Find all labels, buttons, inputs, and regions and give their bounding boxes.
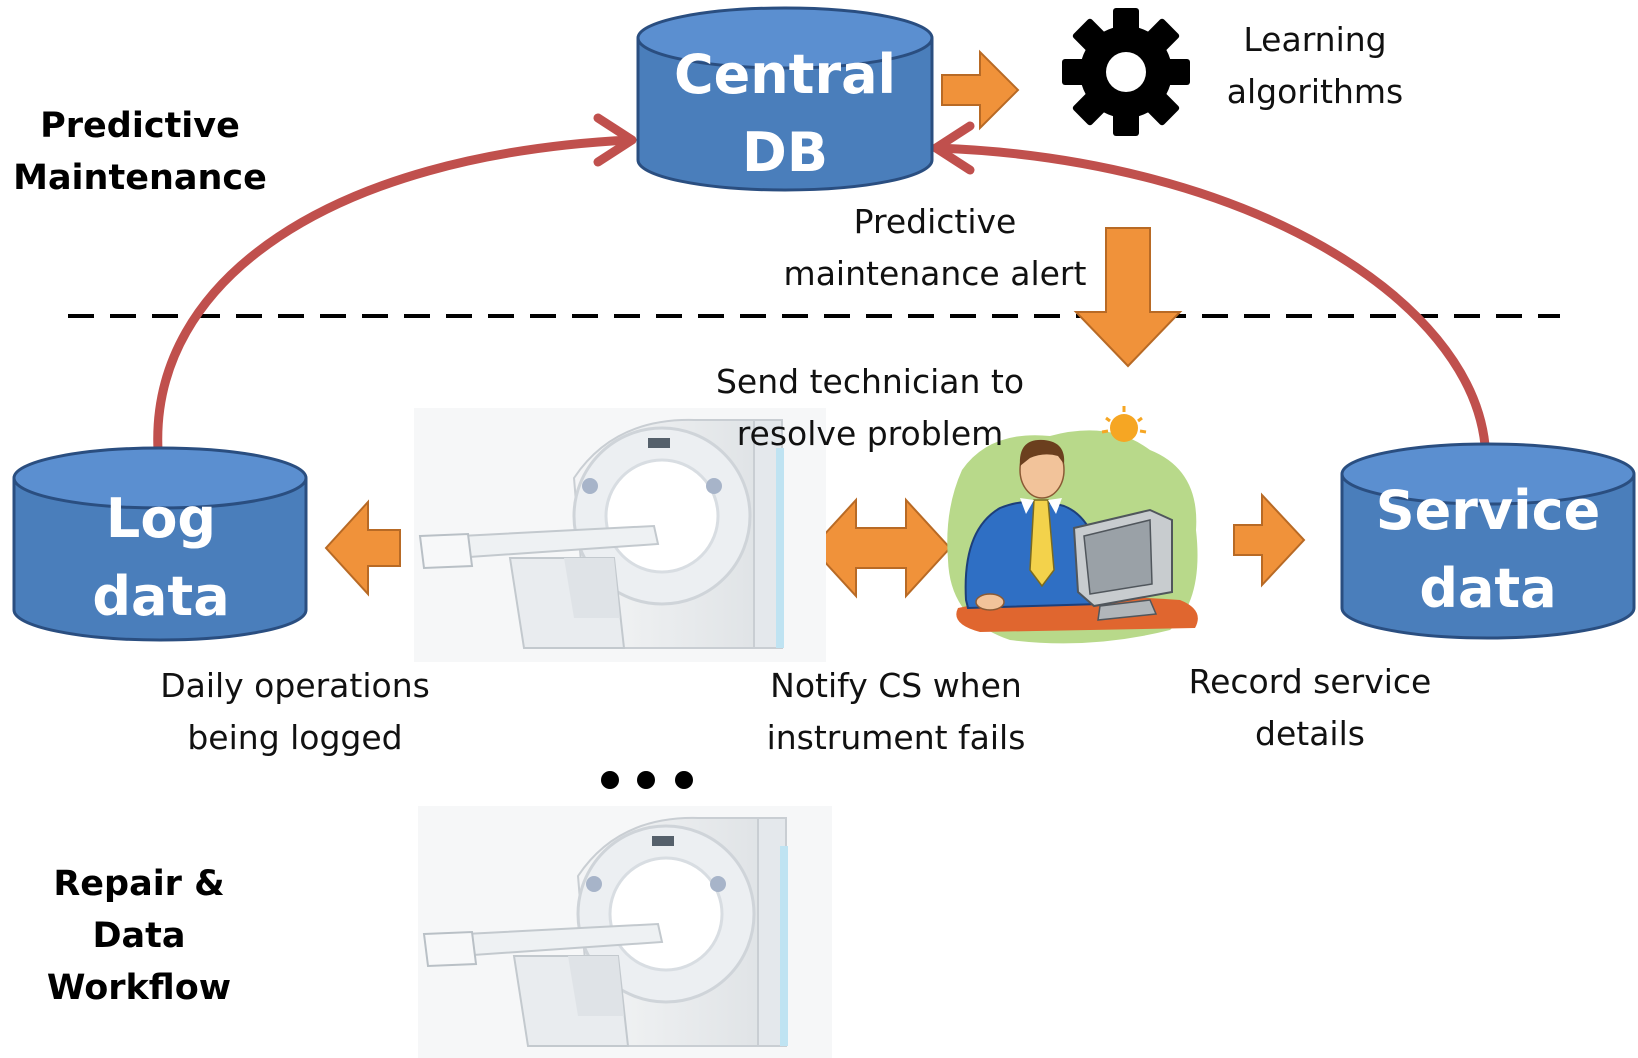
service-data-line1: Service <box>1375 479 1601 542</box>
record-line1: Record service <box>1188 662 1432 701</box>
section-title-repair-workflow: Repair & Data Workflow <box>4 858 274 1014</box>
central-db-line1: Central <box>673 43 897 106</box>
daily-line1: Daily operations <box>160 666 430 705</box>
section-top-line1: Predictive <box>40 106 240 146</box>
central-db-cylinder <box>636 6 934 192</box>
arrow-scanner-technician <box>810 497 952 599</box>
service-to-central-curve <box>931 121 1490 450</box>
service-data-label: Service data <box>1342 472 1634 628</box>
send-technician-label: Send technician to resolve problem <box>690 356 1050 460</box>
log-data-line1: Log <box>105 487 217 550</box>
learning-algorithms-label: Learning algorithms <box>1190 14 1440 118</box>
arrow-to-learning <box>941 49 1020 131</box>
ellipsis-icon <box>601 771 693 789</box>
technician-icon <box>947 406 1198 644</box>
service-data-line2: data <box>1419 557 1557 620</box>
log-data-label: Log data <box>16 480 306 636</box>
notify-cs-label: Notify CS when instrument fails <box>736 660 1056 764</box>
send-line1: Send technician to <box>715 362 1025 401</box>
section-bottom-line1: Repair & Data <box>53 864 225 956</box>
log-data-cylinder <box>12 446 308 642</box>
ct-scanner-icon-2 <box>418 806 832 1058</box>
central-db-label: Central DB <box>640 36 930 192</box>
daily-line2: being logged <box>187 718 403 757</box>
learning-line2: algorithms <box>1226 72 1404 111</box>
gear-icon <box>1062 8 1190 136</box>
central-db-line2: DB <box>742 121 828 184</box>
notify-line1: Notify CS when <box>770 666 1022 705</box>
section-top-line2: Maintenance <box>13 158 267 198</box>
alert-label: Predictive maintenance alert <box>760 196 1110 300</box>
service-data-cylinder <box>1340 442 1636 640</box>
alert-line2: maintenance alert <box>783 254 1087 293</box>
log-data-line2: data <box>92 565 230 628</box>
record-service-label: Record service details <box>1160 656 1460 760</box>
log-to-central-curve <box>153 113 637 455</box>
arrow-to-service-data <box>1233 492 1306 588</box>
notify-line2: instrument fails <box>766 718 1026 757</box>
daily-operations-label: Daily operations being logged <box>130 660 460 764</box>
arrow-alert-down <box>1073 227 1183 368</box>
ct-scanner-icon <box>414 408 826 662</box>
section-bottom-line2: Workflow <box>46 968 232 1008</box>
arrow-to-log-data <box>324 499 401 597</box>
send-line2: resolve problem <box>736 414 1004 453</box>
learning-line1: Learning <box>1243 20 1387 59</box>
alert-line1: Predictive <box>853 202 1017 241</box>
record-line2: details <box>1255 714 1365 753</box>
section-title-predictive-maintenance: Predictive Maintenance <box>10 100 270 204</box>
